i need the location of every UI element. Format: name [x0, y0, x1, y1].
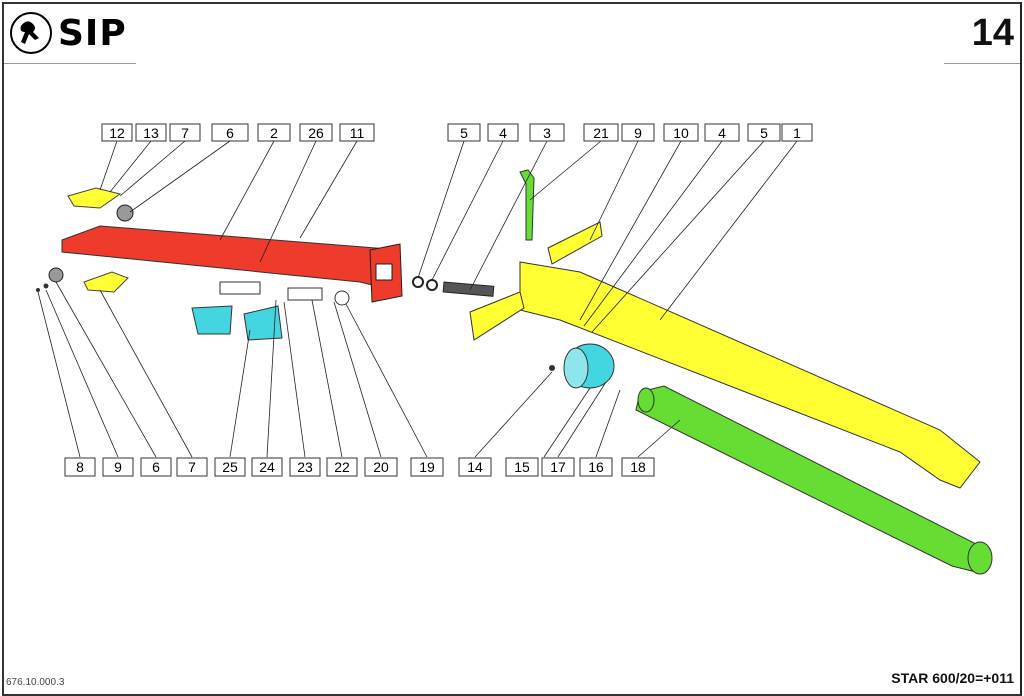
callout-5b: 5: [747, 123, 781, 142]
callout-7: 7: [169, 123, 201, 142]
part-3-spindle: [442, 281, 495, 297]
roller-start-cap: [637, 387, 655, 413]
svg-text:25: 25: [222, 459, 238, 475]
part-4-ring: [426, 279, 438, 291]
callout-18: 18: [621, 457, 655, 477]
part-6-wheel-top: [116, 204, 134, 222]
brand-name: SIP: [58, 12, 127, 54]
model-designation: STAR 600/20=+011: [891, 670, 1014, 686]
svg-text:13: 13: [143, 125, 159, 141]
part-25-pad-2: [243, 305, 283, 341]
top-callout-labels: 12 13 7 6 2 26 11 5 4 3 21 9 10 4 5 1: [101, 123, 813, 142]
callout-17: 17: [541, 457, 575, 477]
callout-22: 22: [326, 457, 358, 477]
svg-text:6: 6: [152, 459, 160, 475]
document-code: 676.10.000.3: [6, 677, 65, 688]
svg-text:22: 22: [334, 459, 350, 475]
part-1-yellow-arm: [519, 261, 981, 489]
svg-text:3: 3: [543, 125, 551, 141]
part-21-bracket: [547, 221, 603, 265]
svg-text:5: 5: [460, 125, 468, 141]
svg-text:18: 18: [630, 459, 646, 475]
callout-10: 10: [663, 123, 699, 142]
callout-12: 12: [101, 123, 133, 142]
callout-13: 13: [135, 123, 167, 142]
sip-emblem-icon: [10, 12, 52, 54]
callout-4b: 4: [704, 123, 740, 142]
callout-19: 19: [410, 457, 444, 477]
part-24-bracket: [219, 281, 261, 295]
part-5-ring: [412, 276, 424, 288]
callout-23: 23: [289, 457, 321, 477]
part-7-plate-top: [67, 187, 122, 209]
svg-text:9: 9: [114, 459, 122, 475]
callout-11: 11: [339, 123, 375, 142]
svg-text:2: 2: [270, 125, 278, 141]
callout-1: 1: [781, 123, 813, 142]
svg-text:14: 14: [467, 459, 483, 475]
callout-14: 14: [458, 457, 492, 477]
beam-flange-hole: [375, 263, 393, 281]
svg-text:19: 19: [419, 459, 435, 475]
part-6-wheel-bottom: [48, 267, 64, 283]
sip-logo: SIP: [8, 10, 127, 56]
svg-text:21: 21: [593, 125, 609, 141]
part-22-bracket: [287, 287, 323, 301]
part-3-wrench: [519, 169, 535, 241]
header-rule: [944, 63, 1020, 64]
callout-5: 5: [447, 123, 481, 142]
bottom-callout-labels: 8 9 6 7 25 24 23 22 20 19 14 15 17 16 18: [64, 457, 655, 477]
svg-text:11: 11: [350, 125, 365, 141]
part-25-pad: [191, 305, 233, 335]
callout-25: 25: [214, 457, 246, 477]
svg-text:4: 4: [499, 125, 507, 141]
page-number: 14: [971, 12, 1014, 54]
roller-end-cap: [967, 541, 993, 575]
callout-26: 26: [299, 123, 333, 142]
header-rule: [4, 63, 136, 64]
callout-24: 24: [251, 457, 283, 477]
svg-text:24: 24: [259, 459, 275, 475]
callout-6: 6: [211, 123, 249, 142]
svg-text:7: 7: [188, 459, 196, 475]
svg-text:23: 23: [297, 459, 313, 475]
part-9-washer: [43, 283, 49, 289]
svg-text:7: 7: [181, 125, 189, 141]
part-8-screw: [36, 288, 40, 292]
svg-text:15: 15: [514, 459, 530, 475]
part-14-screw: [549, 365, 555, 371]
callout-3: 3: [529, 123, 565, 142]
callout-8: 8: [64, 457, 96, 477]
callout-20: 20: [364, 457, 398, 477]
callout-2: 2: [257, 123, 291, 142]
svg-text:12: 12: [109, 125, 125, 141]
callout-9: 9: [621, 123, 655, 142]
callout-21: 21: [583, 123, 619, 142]
callout-15: 15: [505, 457, 539, 477]
part-19-cap: [334, 290, 350, 306]
svg-text:17: 17: [550, 459, 566, 475]
svg-text:5: 5: [760, 125, 768, 141]
svg-text:9: 9: [634, 125, 642, 141]
svg-text:6: 6: [226, 125, 234, 141]
part-15-drum-face: [563, 347, 589, 389]
svg-text:1: 1: [793, 125, 801, 141]
svg-text:4: 4: [718, 125, 726, 141]
callout-9: 9: [102, 457, 134, 477]
svg-text:16: 16: [588, 459, 604, 475]
callout-6: 6: [140, 457, 172, 477]
leader-lines: [37, 140, 798, 458]
svg-text:26: 26: [308, 125, 324, 141]
part-7-plate-bottom: [83, 271, 129, 293]
callout-16: 16: [579, 457, 613, 477]
svg-text:20: 20: [373, 459, 389, 475]
callout-7: 7: [176, 457, 208, 477]
callout-4: 4: [487, 123, 519, 142]
svg-text:10: 10: [673, 125, 689, 141]
part-9-bracket: [469, 291, 525, 341]
svg-text:8: 8: [76, 459, 84, 475]
